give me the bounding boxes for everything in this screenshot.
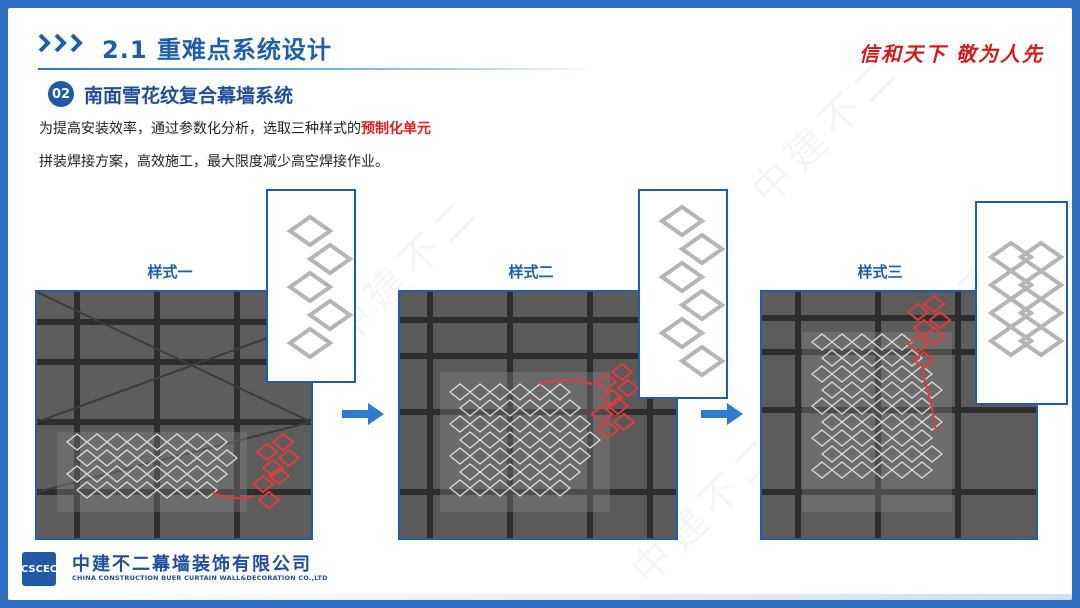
slogan: 信和天下 敬为人先	[859, 38, 1044, 67]
company-name-en: CHINA CONSTRUCTION BUER CURTAIN WALL&DEC…	[72, 574, 328, 582]
section-number-badge: 02	[48, 81, 74, 107]
footer: CSCEC 中建不二幕墙装饰有限公司 CHINA CONSTRUCTION BU…	[22, 548, 362, 594]
style-2-unit-detail	[638, 189, 728, 399]
bottom-bar	[8, 594, 1072, 600]
arrow-right-icon	[701, 403, 743, 429]
style-3-unit-detail	[975, 201, 1068, 405]
style-label-3: 样式三	[820, 261, 940, 282]
arrow-right-icon	[342, 403, 384, 429]
highlight-text: 预制化单元	[361, 121, 431, 137]
triple-chevron-right-icon	[38, 32, 90, 58]
page-title: 2.1 重难点系统设计	[102, 30, 332, 65]
section-heading: 02 南面雪花纹复合幕墙系统	[48, 80, 293, 108]
style-label-2: 样式二	[471, 261, 591, 282]
style-1-unit-detail	[266, 189, 356, 383]
description-line-1: 为提高安装效率，通过参数化分析，选取三种样式的预制化单元	[39, 118, 431, 138]
style-2-render	[398, 290, 678, 540]
title-underline	[38, 68, 598, 70]
header: 2.1 重难点系统设计 信和天下 敬为人先	[8, 8, 1072, 78]
style-label-1: 样式一	[110, 261, 230, 282]
company-name-zh: 中建不二幕墙装饰有限公司	[72, 550, 312, 576]
description-line-2: 拼装焊接方案，高效施工，最大限度减少高空焊接作业。	[39, 151, 389, 171]
description-text: 为提高安装效率，通过参数化分析，选取三种样式的	[39, 121, 361, 137]
slide: 中建不二 中建不二 中建不二 中建不二 2.1 重难点系统设计 信和天下 敬为人…	[8, 8, 1072, 600]
company-logo: CSCEC	[22, 552, 56, 586]
section-title: 南面雪花纹复合幕墙系统	[84, 81, 293, 108]
